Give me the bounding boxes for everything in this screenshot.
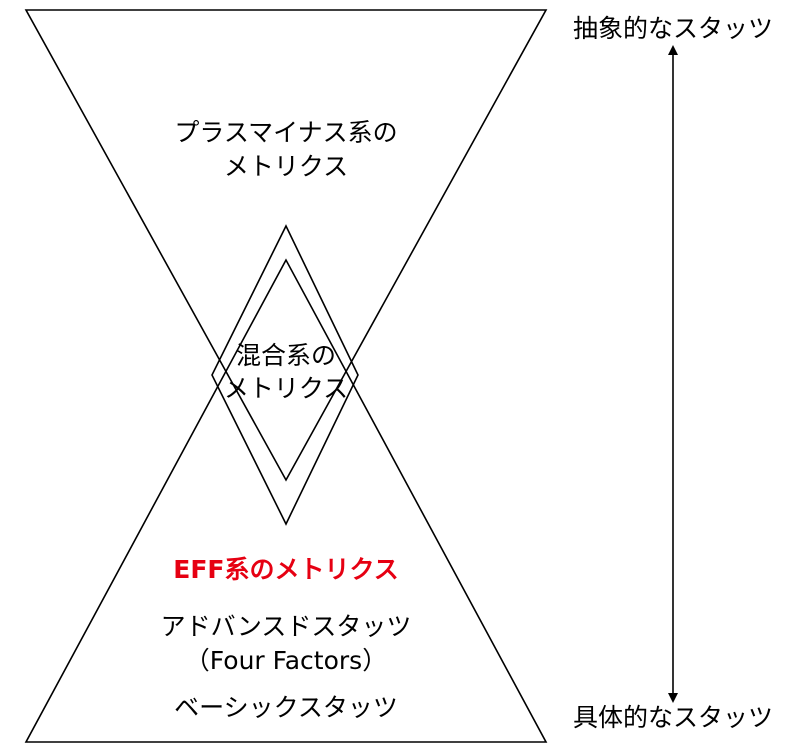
plus-minus-metrics-line2: メトリクス <box>224 152 348 181</box>
plus-minus-metrics-line1: プラスマイナス系の <box>174 118 397 147</box>
advanced-stats-line1: アドバンスドスタッツ <box>161 612 412 641</box>
basic-stats-label: ベーシックスタッツ <box>174 693 398 722</box>
lower-triangle <box>24 258 548 743</box>
mixed-metrics-line2: メトリクス <box>224 374 348 403</box>
upper-inverted-triangle <box>24 9 548 482</box>
concrete-stats-label: 具体的なスタッツ <box>573 703 773 732</box>
middle-diamond <box>211 224 359 526</box>
advanced-stats-line2: （Four Factors） <box>185 646 387 675</box>
eff-metrics-label: EFF系のメトリクス <box>173 555 398 584</box>
abstract-stats-label: 抽象的なスタッツ <box>573 14 773 43</box>
mixed-metrics-line1: 混合系の <box>236 341 336 370</box>
